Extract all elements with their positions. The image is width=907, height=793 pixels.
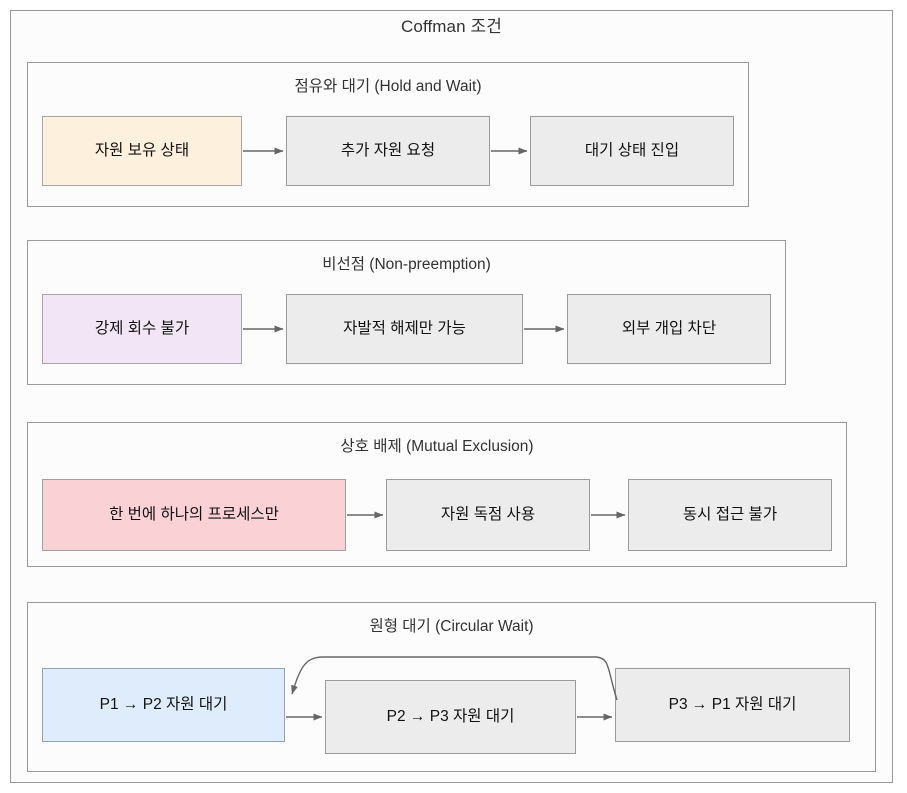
node-resource-held[interactable]: 자원 보유 상태	[42, 116, 242, 186]
node-voluntary-release-only[interactable]: 자발적 해제만 가능	[286, 294, 523, 364]
node-p1-waits-p2[interactable]: P1 → P2 자원 대기	[42, 668, 285, 742]
section-title-mutual-exclusion: 상호 배제 (Mutual Exclusion)	[340, 438, 534, 455]
node-one-process-at-a-time[interactable]: 한 번에 하나의 프로세스만	[42, 479, 346, 551]
section-title-circular-wait: 원형 대기 (Circular Wait)	[369, 618, 534, 635]
node-no-concurrent-access[interactable]: 동시 접근 불가	[628, 479, 832, 551]
node-block-external-intervention[interactable]: 외부 개입 차단	[567, 294, 771, 364]
node-exclusive-resource-use[interactable]: 자원 독점 사용	[386, 479, 590, 551]
section-title-hold-and-wait: 점유와 대기 (Hold and Wait)	[294, 78, 482, 95]
node-request-more-resources[interactable]: 추가 자원 요청	[286, 116, 490, 186]
node-no-forced-reclaim[interactable]: 강제 회수 불가	[42, 294, 242, 364]
diagram-title: Coffman 조건	[401, 17, 502, 36]
node-p3-waits-p1[interactable]: P3 → P1 자원 대기	[615, 668, 850, 742]
node-p2-waits-p3[interactable]: P2 → P3 자원 대기	[325, 680, 576, 754]
node-enter-wait-state[interactable]: 대기 상태 진입	[530, 116, 734, 186]
section-title-non-preemption: 비선점 (Non-preemption)	[322, 256, 491, 273]
